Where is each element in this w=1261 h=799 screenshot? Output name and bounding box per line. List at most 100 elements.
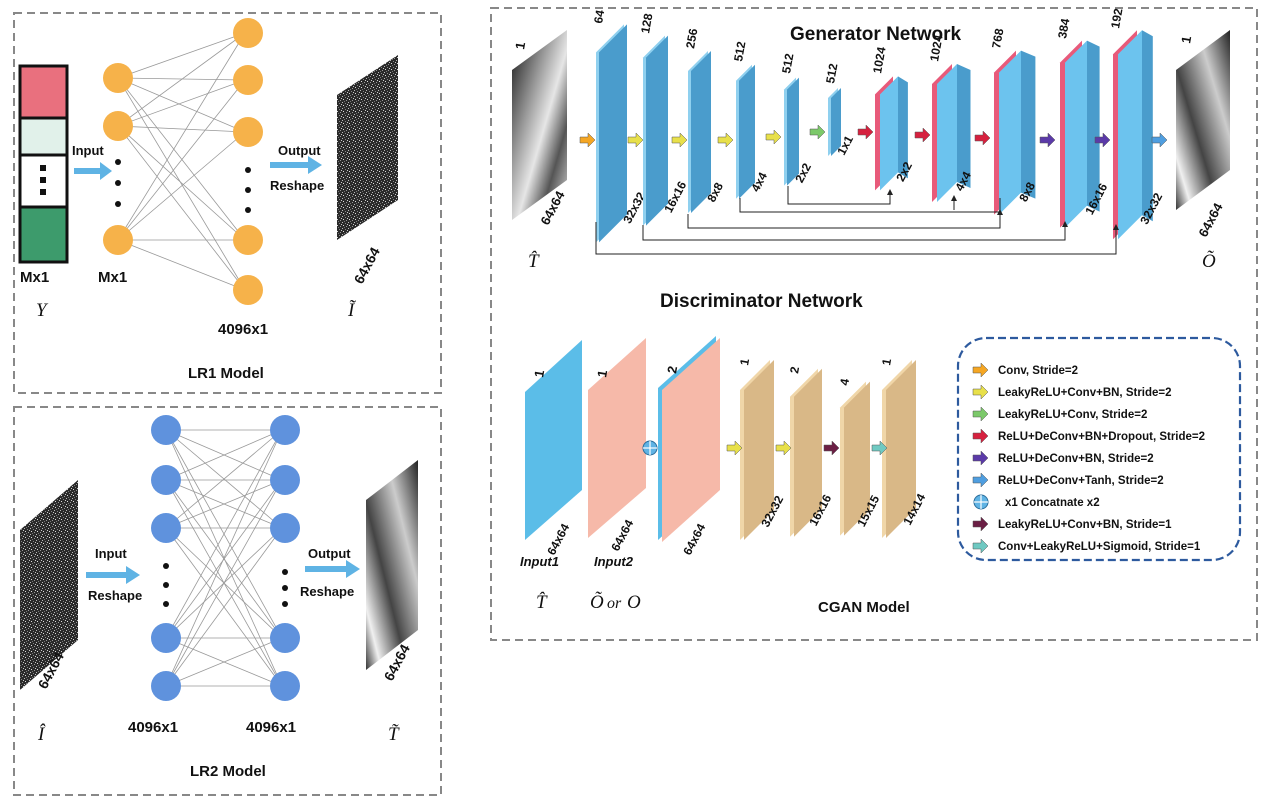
lr2-node xyxy=(151,671,181,701)
layer-channels: 1 xyxy=(879,357,894,366)
lr1-node xyxy=(233,275,263,305)
legend-arrow-icon xyxy=(972,384,989,400)
concat-icon xyxy=(642,440,658,456)
layer-channels: 4 xyxy=(837,377,852,386)
generator-input-channels: 1 xyxy=(512,41,528,51)
generator-input-symbol: T̂ xyxy=(528,251,540,272)
disc-input1-plane xyxy=(525,340,582,540)
lr1-reshape-label: Reshape xyxy=(270,178,324,193)
legend-box xyxy=(956,336,1242,562)
legend-label: LeakyReLU+Conv, Stride=2 xyxy=(998,409,1147,421)
lr1-output-symbol: Ĩ xyxy=(347,300,357,321)
generator-network: 1 64x64 T̂ 6432x3212816x162568x85124x451… xyxy=(512,7,1230,272)
lr1-noise-image xyxy=(337,55,398,240)
lr1-node xyxy=(103,111,133,141)
layer-side xyxy=(898,76,908,179)
disc-input2-symbol-or: or xyxy=(607,595,622,612)
lr2-node xyxy=(270,671,300,701)
lr1-layer2-size: 4096x1 xyxy=(218,321,268,338)
disc-input1-size: 64x64 xyxy=(544,521,572,557)
lr1-node xyxy=(103,63,133,93)
lr2-title: LR2 Model xyxy=(190,763,266,780)
legend-item: LeakyReLU+Conv+BN, Stride=1 xyxy=(972,516,1172,532)
layer-arrow xyxy=(974,130,991,146)
lr2-reshape-in-label: Reshape xyxy=(88,588,142,603)
generator-output-size: 64x64 xyxy=(1195,200,1226,240)
lr1-model: Mx1 Y Input Mx1 4096x1 Output Reshape 64… xyxy=(18,18,398,382)
lr2-input-label: Input xyxy=(95,546,127,561)
lr1-node xyxy=(103,225,133,255)
layer-arrow xyxy=(775,440,792,456)
layer-face xyxy=(739,64,755,199)
legend-item: LeakyReLU+Conv+BN, Stride=2 xyxy=(972,384,1172,400)
layer-face xyxy=(744,360,774,540)
disc-concat-size: 64x64 xyxy=(680,521,708,557)
lr2-connections xyxy=(165,429,283,687)
layer-channels: 1024 xyxy=(870,45,888,74)
lr1-output-arrow xyxy=(270,156,322,174)
legend-arrow-icon xyxy=(972,362,989,378)
legend-item: ReLU+DeConv+BN+Dropout, Stride=2 xyxy=(972,428,1205,444)
lr1-input-vector xyxy=(18,64,69,264)
disc-input2-symbol-b: O xyxy=(627,592,641,613)
lr2-node xyxy=(151,623,181,653)
lr1-image-size: 64x64 xyxy=(351,244,384,286)
cgan-panel xyxy=(490,7,1258,641)
layer-face xyxy=(787,77,799,186)
skip-connections xyxy=(595,186,1119,255)
lr2-node xyxy=(270,513,300,543)
layer-channels: 512 xyxy=(779,52,796,74)
lr1-output-label: Output xyxy=(278,143,321,158)
legend-item: LeakyReLU+Conv, Stride=2 xyxy=(972,406,1147,422)
lr1-node xyxy=(233,117,263,147)
lr1-input-arrow xyxy=(74,162,112,180)
legend-item: ReLU+DeConv+Tanh, Stride=2 xyxy=(972,472,1164,488)
disc-concat-channels: 2 xyxy=(664,365,680,375)
layer-arrow xyxy=(809,124,826,140)
layer-arrow xyxy=(1151,132,1168,148)
layer-face xyxy=(831,88,841,156)
lr2-node xyxy=(270,465,300,495)
layer-channels: 1 xyxy=(737,357,752,366)
legend-label: LeakyReLU+Conv+BN, Stride=1 xyxy=(998,519,1172,531)
legend-arrow-icon xyxy=(972,516,989,532)
layer-face xyxy=(1118,30,1142,240)
generator-input-image xyxy=(512,30,567,220)
lr2-reshape-out-label: Reshape xyxy=(300,584,354,599)
lr1-node xyxy=(233,65,263,95)
layer-arrow xyxy=(1094,132,1111,148)
layer-channels: 256 xyxy=(683,27,700,49)
disc-input2-plane xyxy=(588,338,646,538)
layer-face xyxy=(646,35,668,226)
generator-output-symbol: Õ xyxy=(1202,251,1216,272)
legend-arrow-icon xyxy=(972,450,989,466)
layer-face xyxy=(999,50,1021,215)
legend-label: Conv+LeakyReLU+Sigmoid, Stride=1 xyxy=(998,541,1201,553)
layer-arrow xyxy=(871,440,888,456)
lr2-noise-image xyxy=(20,480,78,690)
lr2-input-arrow xyxy=(86,566,140,584)
layer-face xyxy=(880,76,898,191)
layer-channels: 384 xyxy=(1055,17,1072,39)
lr2-node xyxy=(151,415,181,445)
layer-arrow xyxy=(627,132,644,148)
lr2-node xyxy=(270,623,300,653)
layer-channels: 512 xyxy=(731,40,748,62)
legend-label: x1 Concatnate x2 xyxy=(1005,497,1100,509)
layer-face xyxy=(794,368,822,537)
layer-channels: 64 xyxy=(591,9,607,25)
disc-concat-front xyxy=(662,338,720,542)
layer-arrow xyxy=(823,440,840,456)
layer-face xyxy=(1065,40,1087,228)
